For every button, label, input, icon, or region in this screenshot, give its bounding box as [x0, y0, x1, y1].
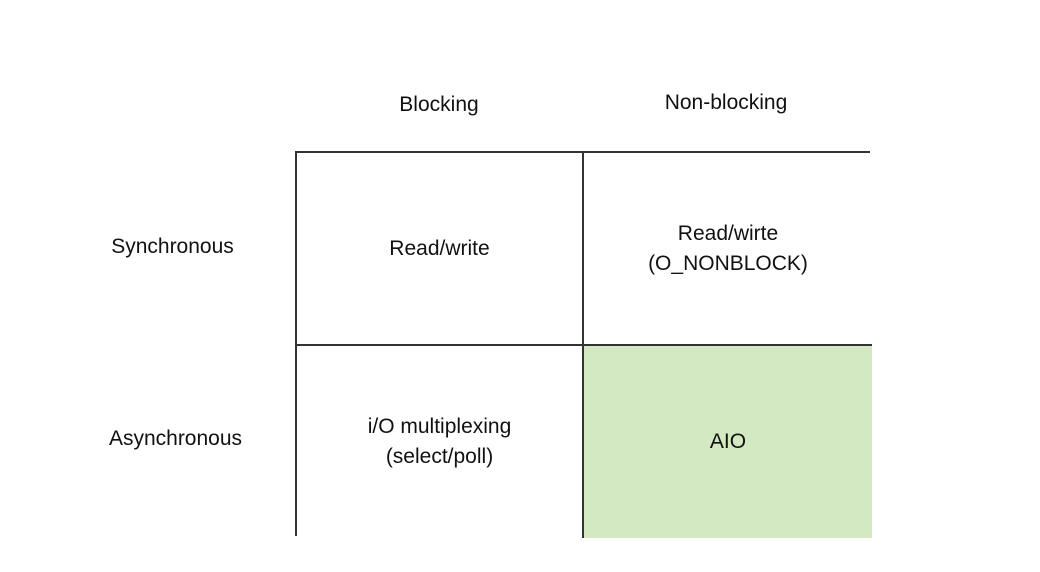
cell-synchronous-blocking: Read/write — [297, 153, 584, 346]
cell-asynchronous-blocking: i/O multiplexing (select/poll) — [297, 346, 584, 538]
row-header-asynchronous: Asynchronous — [108, 427, 243, 450]
row-header-synchronous: Synchronous — [111, 235, 234, 258]
column-header-blocking: Blocking — [399, 93, 479, 116]
matrix-grid: Read/write Read/wirte (O_NONBLOCK) i/O m… — [295, 151, 872, 538]
cell-asynchronous-non-blocking-highlighted: AIO — [584, 346, 872, 538]
cell-synchronous-non-blocking: Read/wirte (O_NONBLOCK) — [584, 153, 872, 346]
column-header-non-blocking: Non-blocking — [664, 91, 788, 114]
